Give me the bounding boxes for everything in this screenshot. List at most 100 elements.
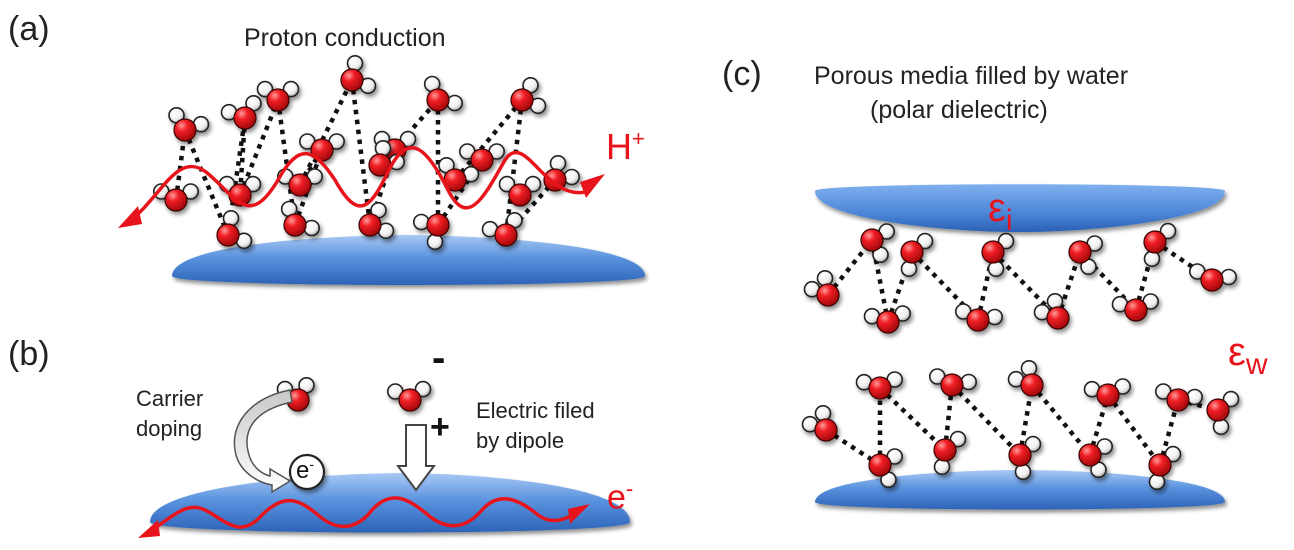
- hydrogen-atom: [426, 233, 444, 250]
- hydrogen-atom: [524, 175, 542, 193]
- hydrogen-atom: [987, 260, 1005, 278]
- panel-c-title-line1: Porous media filled by water: [814, 62, 1129, 90]
- proton-label: H+: [606, 126, 645, 168]
- oxygen-atom: [876, 310, 900, 334]
- proton-wave-arrow-right: [580, 174, 605, 198]
- hydrogen-atom: [563, 168, 581, 186]
- substrate-c-bottom: [815, 470, 1225, 510]
- water-molecule-c: [801, 404, 838, 442]
- oxygen-atom: [816, 283, 840, 307]
- water-molecule-c: [981, 232, 1015, 278]
- hydrogen-atom: [1164, 445, 1182, 463]
- dipole-minus: -: [432, 336, 446, 380]
- oxygen-atom: [288, 173, 312, 197]
- water-molecule-a: [153, 183, 199, 212]
- hydrogen-atom: [282, 80, 300, 98]
- water-molecule-a: [256, 80, 300, 112]
- electron-wave-arrow-left: [138, 520, 160, 538]
- epsilon-i-subscript: i: [1005, 204, 1013, 237]
- water-molecule-a: [340, 54, 377, 95]
- hydrogen-bond: [1106, 393, 1162, 467]
- oxygen-atom: [933, 438, 957, 462]
- dipole-label-line2: by dipole: [476, 428, 565, 453]
- substrate-c-top: [815, 184, 1225, 232]
- oxygen-atom: [173, 118, 197, 142]
- hydrogen-bond: [826, 238, 874, 297]
- oxygen-atom: [1143, 230, 1167, 254]
- oxygen-atom: [494, 223, 518, 247]
- doping-label-line2: doping: [136, 416, 203, 441]
- hydrogen-atom: [222, 210, 240, 227]
- hydrogen-atom: [498, 175, 516, 193]
- oxygen-atom: [266, 88, 290, 112]
- hydrogen-atom: [244, 175, 262, 193]
- hydrogen-bond: [1133, 241, 1158, 311]
- water-molecule-doping: [276, 376, 315, 412]
- hydrogen-bond: [436, 158, 484, 227]
- hydrogen-atom: [414, 380, 432, 398]
- oxygen-atom: [1008, 443, 1032, 467]
- proton-charge: +: [632, 126, 645, 151]
- hydrogen-atom: [816, 269, 834, 287]
- water-molecule-c: [1083, 378, 1131, 407]
- hydrogen-atom: [1014, 463, 1032, 481]
- hydrogen-atom: [900, 260, 918, 278]
- panel-b-arrows: [233, 389, 436, 494]
- hydrogen-bond: [275, 99, 298, 226]
- oxygen-atom: [398, 388, 422, 412]
- oxygen-atom: [1020, 373, 1044, 397]
- water-molecule-c: [860, 223, 896, 263]
- hydrogen-bond: [1017, 384, 1035, 456]
- electron-carrier-symbol: e: [607, 478, 626, 517]
- water-molecule-a: [510, 77, 547, 115]
- oxygen-atom: [358, 213, 382, 237]
- hydrogen-atom: [916, 232, 934, 250]
- hydrogen-bond: [349, 79, 373, 226]
- electron-charge: -: [309, 456, 315, 472]
- substrate-b: [150, 473, 630, 533]
- hydrogen-atom: [933, 458, 951, 476]
- dipole-label: Electric filed by dipole: [476, 396, 595, 456]
- doping-arrow: [233, 389, 293, 494]
- electron-carrier-label: e-: [607, 476, 633, 517]
- hydrogen-atom: [997, 232, 1015, 250]
- hydrogen-atom: [549, 155, 567, 172]
- oxygen-atom: [1046, 306, 1070, 330]
- electron-symbol: e: [296, 457, 310, 484]
- hydrogen-atom: [346, 54, 364, 72]
- hydrogen-atom: [960, 373, 978, 391]
- panel-c-title-line2: (polar dielectric): [870, 96, 1048, 124]
- oxygen-atom: [900, 240, 924, 264]
- water-molecule-a: [543, 155, 581, 192]
- oxygen-atom: [1078, 443, 1102, 467]
- transport-waves: [118, 145, 605, 538]
- hydrogen-bond: [173, 129, 188, 201]
- water-molecule-c: [1111, 293, 1159, 322]
- electron-wave-arrow-right: [568, 504, 590, 524]
- oxygen-atom: [814, 418, 838, 442]
- epsilon-i-label: εi: [988, 186, 1013, 238]
- hydrogen-atom: [1024, 435, 1042, 453]
- oxygen-atom: [510, 88, 534, 112]
- hydrogen-atom: [1143, 250, 1161, 268]
- substrates: [150, 184, 1225, 533]
- hydrogen-atom: [1222, 390, 1240, 408]
- oxygen-atom: [868, 376, 892, 400]
- electron-in-circle: e-: [296, 456, 314, 485]
- epsilon-w-label: εw: [1228, 330, 1268, 382]
- water-molecule-c: [1033, 292, 1070, 330]
- water-molecule-c: [954, 303, 1004, 332]
- water-molecule-a: [280, 200, 321, 237]
- oxygen-atom: [216, 223, 240, 247]
- panel-a-title: Proton conduction: [244, 24, 446, 52]
- epsilon-w-subscript: w: [1245, 348, 1268, 381]
- oxygen-atom: [860, 228, 884, 252]
- dipole-label-line1: Electric filed: [476, 398, 595, 423]
- oxygen-atom: [508, 183, 532, 207]
- epsilon-w-symbol: ε: [1228, 330, 1246, 374]
- hydrogen-bond: [503, 99, 525, 236]
- hydrogen-bond: [237, 99, 281, 196]
- water-molecule-a: [358, 202, 395, 240]
- oxygen-atom: [283, 213, 307, 237]
- oxygen-atom: [426, 213, 450, 237]
